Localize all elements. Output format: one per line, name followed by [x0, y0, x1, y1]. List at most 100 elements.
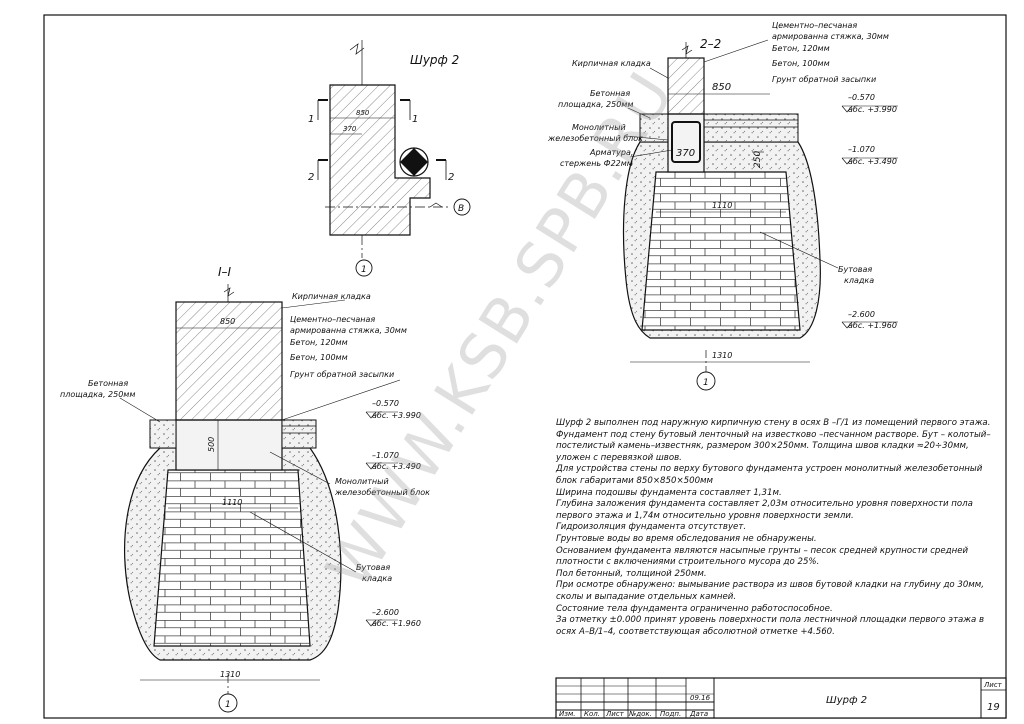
- concrete-pad-right: [703, 113, 799, 143]
- dim-850: 850: [712, 82, 731, 93]
- level-rel: –2.600: [848, 310, 875, 319]
- plan-dim-850: 850: [356, 109, 370, 117]
- note-line: Гидроизоляция фундамента отсутствует.: [556, 522, 747, 533]
- dim-1110: 1110: [712, 201, 732, 210]
- dim-1310: 1310: [712, 351, 732, 360]
- label-screed-line2: армированна стяжка, 30мм: [290, 326, 407, 335]
- label-screed-line1: Цементно–песчаная: [772, 21, 857, 30]
- plan-view: Шурф 2 850 370 1 1 2 2 В 1: [308, 40, 471, 277]
- dim-370: 370: [676, 148, 695, 159]
- level-rel: –2.600: [372, 608, 399, 617]
- level-abs: абс. +1.960: [372, 619, 421, 628]
- section-title: I–I: [218, 265, 232, 279]
- level-abs: абс. +3.990: [372, 411, 421, 420]
- axis-1-label: 1: [225, 700, 231, 710]
- level-abs: абс. +3.490: [848, 157, 897, 166]
- stamp-col-ndok: №док.: [628, 710, 652, 718]
- plan-dim-370: 370: [343, 125, 357, 133]
- stamp-date: 09.16: [690, 694, 711, 702]
- concrete-pad-left: [639, 113, 669, 143]
- plan-cut-label: 2: [448, 172, 454, 183]
- note-line: Ширина подошвы фундамента составляет 1,3…: [556, 487, 782, 498]
- dim-500: 500: [207, 437, 216, 452]
- stamp-col-izm: Изм.: [559, 710, 575, 718]
- level-abs: абс. +3.490: [372, 462, 421, 471]
- note-line: Для устройства стены по верху бутового ф…: [556, 464, 983, 486]
- note-line: Пол бетонный, толщиной 250мм.: [556, 568, 707, 579]
- label-rebar-line1: Арматура,: [589, 148, 633, 157]
- axis-1-bubble: [355, 259, 373, 277]
- label-pad-line2: площадка, 250мм: [558, 100, 633, 109]
- title-block: 09.16 Изм. Кол. Лист №док. Подп. Дата Шу…: [555, 677, 1007, 719]
- stamp-sheet-label: Лист: [983, 681, 1003, 689]
- plan-cut-label: 1: [412, 114, 418, 125]
- note-line: Глубина заложения фундамента составляет …: [556, 499, 973, 521]
- brick-wall: [667, 57, 705, 115]
- label-backfill: Грунт обратной засыпки: [772, 75, 876, 84]
- section-1-1: I–I Кирпичная кладка Цементно–песчаная а…: [60, 265, 430, 713]
- note-line: Грунтовые воды во время обследования не …: [556, 533, 817, 544]
- section-2-2: 2–2 Цементно–песчаная армированна стяжка…: [547, 21, 898, 391]
- label-brick: Кирпичная кладка: [572, 59, 651, 68]
- label-block-line1: Монолитный: [335, 477, 389, 486]
- label-backfill: Грунт обратной засыпки: [290, 370, 394, 379]
- concrete-pad-right: [281, 419, 317, 449]
- label-rebar-line2: стержень Ф22мм: [560, 159, 633, 168]
- rc-block: [175, 419, 283, 471]
- rebar-cage: [671, 121, 701, 163]
- stamp-sheet-number: 19: [987, 702, 1000, 713]
- level-rel: –0.570: [372, 399, 399, 408]
- label-block-line1: Монолитный: [572, 123, 626, 132]
- level-abs: абс. +1.960: [848, 321, 897, 330]
- axis-1-bubble: [696, 371, 716, 391]
- stamp-title: Шурф 2: [826, 695, 867, 706]
- axis-1-label: 1: [361, 265, 367, 275]
- level-abs: абс. +3.990: [848, 105, 897, 114]
- note-line: За отметку ±0.000 принят уровень поверхн…: [556, 615, 985, 637]
- sheet-frame: [43, 14, 1007, 719]
- label-screed-line2: армированна стяжка, 30мм: [772, 32, 889, 41]
- stamp-col-data: Дата: [689, 710, 708, 718]
- label-rubble-line2: кладка: [362, 574, 392, 583]
- concrete-pad-left: [149, 419, 177, 449]
- dim-1110: 1110: [222, 498, 242, 507]
- note-line: Шурф 2 выполнен под наружную кирпичную с…: [556, 418, 991, 428]
- dim-850: 850: [220, 317, 235, 326]
- label-pad-line1: Бетонная: [590, 89, 630, 98]
- stamp-col-kol: Кол.: [584, 710, 600, 718]
- section-title: 2–2: [700, 37, 721, 51]
- explanatory-notes: Шурф 2 выполнен под наружную кирпичную с…: [556, 418, 996, 638]
- stamp-col-list: Лист: [605, 710, 625, 718]
- label-block-line2: железобетонный блок: [547, 134, 643, 143]
- level-rel: –1.070: [848, 145, 875, 154]
- label-pad-line1: Бетонная: [88, 379, 128, 388]
- label-concrete-120: Бетон, 120мм: [772, 44, 830, 53]
- plan-cut-label: 2: [308, 172, 314, 183]
- axis-b-bubble: [453, 198, 471, 216]
- label-concrete-100: Бетон, 100мм: [290, 353, 348, 362]
- note-line: Фундамент под стену бутовый ленточный на…: [556, 429, 991, 463]
- label-rubble-line2: кладка: [844, 276, 874, 285]
- note-line: Основанием фундамента являются насыпные …: [556, 545, 969, 568]
- label-pad-line2: площадка, 250мм: [60, 390, 135, 399]
- axis-1-label: 1: [703, 378, 709, 388]
- label-concrete-100: Бетон, 100мм: [772, 59, 830, 68]
- label-brick: Кирпичная кладка: [292, 292, 371, 301]
- level-rel: –0.570: [848, 93, 875, 102]
- label-screed-line1: Цементно–песчаная: [290, 315, 375, 324]
- plan-title: Шурф 2: [410, 53, 459, 67]
- plan-wall: [329, 84, 431, 236]
- note-line: Состояние тела фундамента ограниченно ра…: [556, 603, 833, 614]
- dim-1310: 1310: [220, 670, 240, 679]
- rubble-masonry: [641, 171, 801, 331]
- note-line: При осмотре обнаружено: вымывание раство…: [556, 580, 985, 602]
- label-block-line2: железобетонный блок: [334, 488, 430, 497]
- stamp-col-podp: Подп.: [660, 710, 681, 718]
- axis-1-bubble: [218, 693, 238, 713]
- label-rubble-line1: Бутовая: [838, 265, 872, 274]
- level-rel: –1.070: [372, 451, 399, 460]
- dim-250: 250: [753, 151, 763, 168]
- label-rubble-line1: Бутовая: [356, 563, 390, 572]
- label-concrete-120: Бетон, 120мм: [290, 338, 348, 347]
